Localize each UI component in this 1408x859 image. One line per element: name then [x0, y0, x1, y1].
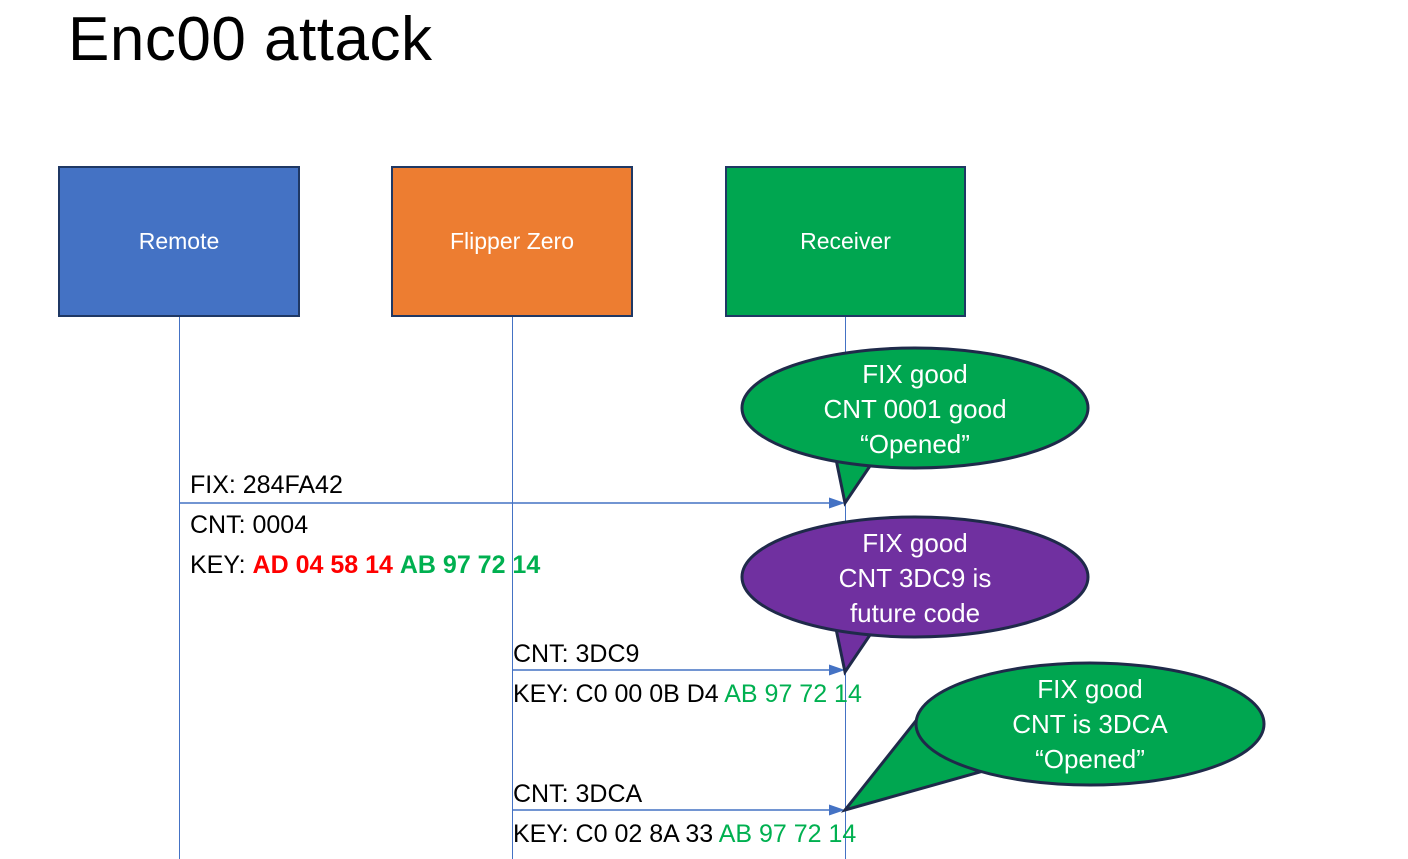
- message-3-key-prefix: KEY: C0 02 8A 33: [513, 820, 719, 848]
- message-2-key-prefix: KEY: C0 00 0B D4: [513, 680, 725, 708]
- callout-3-line-3: “Opened”: [1035, 744, 1145, 774]
- callout-bubble-1: FIX good CNT 0001 good “Opened”: [730, 345, 1100, 515]
- message-2-label-key: KEY: C0 00 0B D4 AB 97 72 14: [513, 678, 862, 711]
- message-1-label-key: KEY: AD 04 58 14 AB 97 72 14: [190, 549, 540, 582]
- message-1-label-cnt: CNT: 0004: [190, 511, 309, 539]
- message-3-label-above: CNT: 3DCA: [513, 780, 643, 808]
- message-2-label-above: CNT: 3DC9: [513, 640, 640, 668]
- message-1-key-prefix: KEY:: [190, 551, 253, 579]
- actor-label-receiver: Receiver: [800, 228, 891, 254]
- message-3-key-green: AB 97 72 14: [718, 820, 857, 848]
- callout-2-line-1: FIX good: [862, 528, 968, 558]
- page-title: Enc00 attack: [68, 5, 433, 74]
- message-3-label-key: KEY: C0 02 8A 33 AB 97 72 14: [513, 818, 856, 851]
- callout-2-line-2: CNT 3DC9 is: [838, 563, 992, 593]
- callout-3-line-2: CNT is 3DCA: [1012, 709, 1168, 739]
- message-1-label-above: FIX: 284FA42: [190, 471, 343, 499]
- callout-2-line-3: future code: [849, 598, 981, 628]
- callout-1-line-2: CNT 0001 good: [823, 394, 1007, 424]
- message-1-key-green: AB 97 72 14: [399, 551, 541, 579]
- message-2-key-green: AB 97 72 14: [724, 680, 862, 708]
- message-1-key-red: AD 04 58 14: [252, 551, 393, 579]
- actor-box-receiver: Receiver: [725, 166, 966, 317]
- actor-box-flipper: Flipper Zero: [391, 166, 633, 317]
- actor-box-remote: Remote: [58, 166, 300, 317]
- lifeline-remote: [179, 317, 180, 859]
- callout-1-line-1: FIX good: [862, 359, 968, 389]
- lifeline-flipper: [512, 317, 513, 859]
- actor-label-remote: Remote: [138, 228, 220, 254]
- callout-bubble-3: FIX good CNT is 3DCA “Opened”: [840, 660, 1268, 820]
- callout-bubble-2: FIX good CNT 3DC9 is future code: [730, 512, 1100, 684]
- callout-3-line-1: FIX good: [1037, 674, 1143, 704]
- actor-label-flipper: Flipper Zero: [450, 228, 574, 254]
- callout-1-line-3: “Opened”: [860, 429, 970, 459]
